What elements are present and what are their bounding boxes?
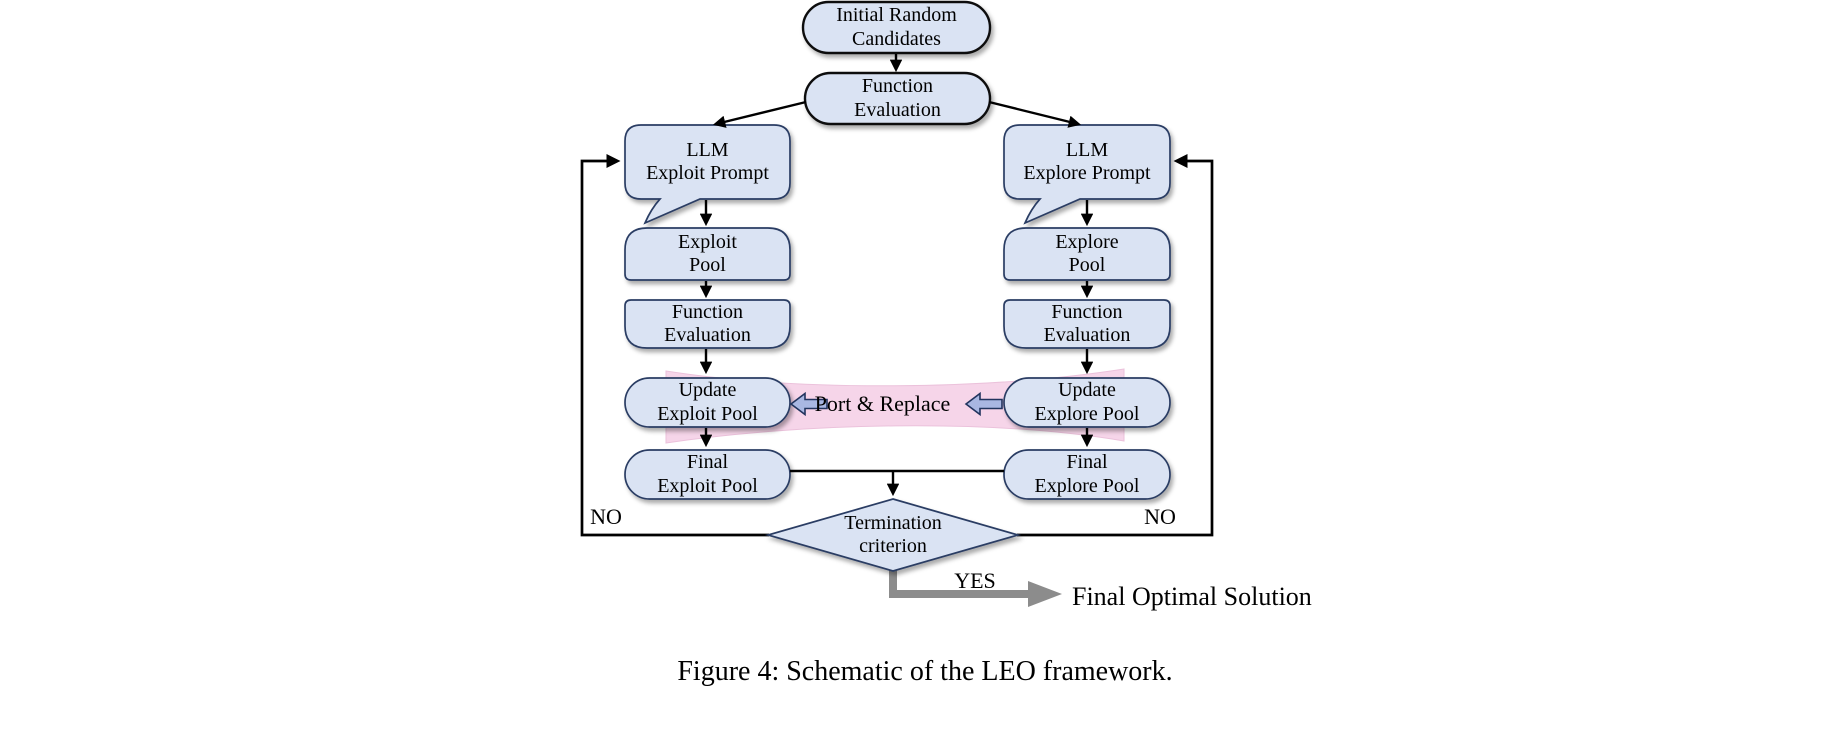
node-update-explore-pool-shape — [1003, 377, 1171, 428]
yes-arrow-head-icon — [1028, 581, 1062, 607]
node-llm-explore-prompt-shape — [1003, 124, 1171, 225]
node-function-evaluation-explore-shape — [1003, 299, 1171, 349]
node-llm-exploit-prompt-shape — [624, 124, 791, 225]
node-explore-pool-shape — [1003, 227, 1171, 281]
node-initial-random-candidates-shape — [801, 0, 992, 55]
node-function-evaluation-exploit-shape — [624, 299, 791, 349]
node-exploit-pool-shape — [624, 227, 791, 281]
node-function-evaluation-top-shape — [803, 71, 992, 126]
no-loop-left — [580, 153, 769, 537]
yes-arrow-line — [889, 566, 1030, 598]
port-block-arrow-right-icon — [964, 391, 1003, 417]
node-termination-criterion-shape — [764, 498, 1022, 572]
node-update-exploit-pool-shape — [624, 377, 791, 428]
node-final-exploit-pool-shape — [624, 449, 791, 500]
node-final-explore-pool-shape — [1003, 449, 1171, 500]
no-loop-right — [1017, 153, 1214, 537]
arrow-function-evaluation-to-explore-prompt — [988, 100, 1082, 128]
port-block-arrow-left-icon — [789, 391, 828, 417]
arrow-function-evaluation-to-exploit-prompt — [712, 100, 807, 128]
